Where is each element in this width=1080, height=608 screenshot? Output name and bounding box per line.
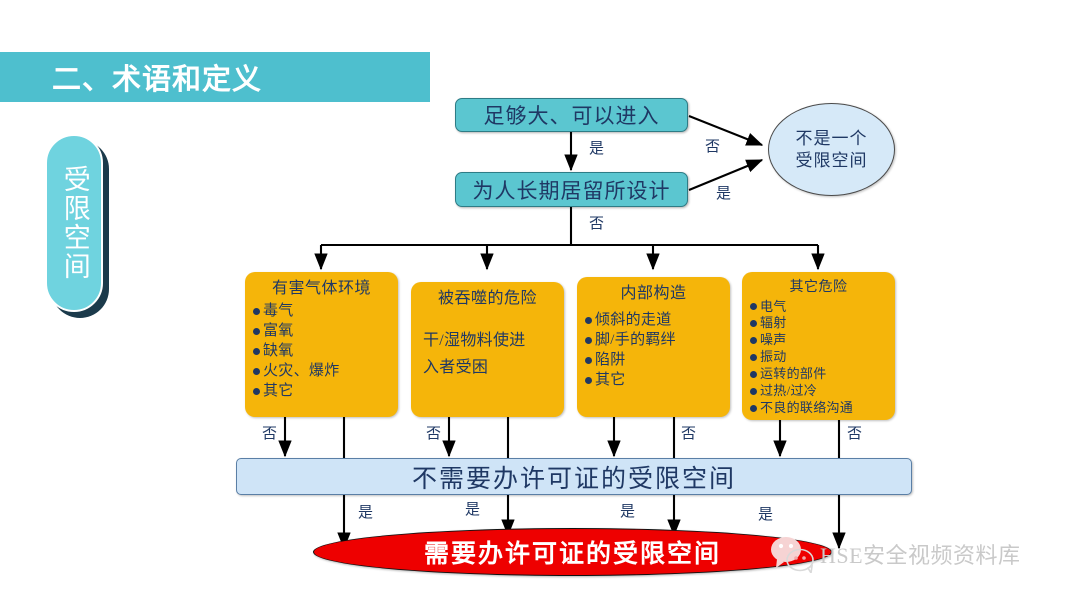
list-item: 不良的联络沟通 <box>750 400 887 417</box>
hazard-box-internal-configuration: 内部构造 倾斜的走道 脚/手的羁绊 陷阱 其它 <box>577 277 730 417</box>
outcome-permit-label: 需要办许可证的受限空间 <box>423 541 721 568</box>
bullet-icon <box>253 347 260 355</box>
bullet-icon <box>585 316 592 324</box>
bullet-icon <box>253 367 260 375</box>
watermark-text: HSE安全视频资料库 <box>820 543 1021 568</box>
hazard-box-engulfment: 被吞噬的危险 干/湿物料使进 入者受困 <box>411 282 564 417</box>
bullet-icon <box>750 320 757 328</box>
bullet-icon <box>585 356 592 364</box>
terminal-not-confined-space: 不是一个 受限空间 <box>768 103 895 196</box>
bullet-icon <box>750 404 757 412</box>
decision-box-designed-for-occupancy: 为人长期居留所设计 <box>455 172 688 207</box>
list-item: 缺氧 <box>253 341 390 361</box>
list-item: 噪声 <box>750 332 887 349</box>
list-item-label: 陷阱 <box>595 352 626 369</box>
list-item-label: 毒气 <box>263 303 294 319</box>
list-item-label: 过热/过冷 <box>760 382 818 398</box>
bullet-icon <box>750 303 757 311</box>
watermark: HSE安全视频资料库 <box>770 535 1021 573</box>
hazard-box-title: 被吞噬的危险 <box>437 290 537 307</box>
list-item-label: 振动 <box>760 349 787 365</box>
hazard-box-title: 有害气体环境 <box>271 280 371 297</box>
section-title-bar: 二、术语和定义 <box>0 52 430 102</box>
edge-label-bar-3-yes: 是 <box>620 504 636 520</box>
outcome-no-permit-required: 不需要办许可证的受限空间 <box>236 458 912 495</box>
list-item: 火灾、爆炸 <box>253 361 390 381</box>
bullet-icon <box>253 307 260 315</box>
side-label-pill: 受限空间 <box>45 134 103 312</box>
bullet-icon <box>253 387 260 395</box>
decision-box-adequate-size: 足够大、可以进入 <box>455 98 688 132</box>
hazard-box-title: 内部构造 <box>620 285 687 302</box>
list-item-label: 电气 <box>760 298 787 314</box>
bullet-icon <box>750 387 757 395</box>
bullet-icon <box>750 337 757 345</box>
side-label-text: 受限空间 <box>59 165 90 281</box>
edge-label-d2-yes: 是 <box>716 186 732 202</box>
edge-label-d2-no: 否 <box>589 216 605 232</box>
hazard-box-paragraph: 干/湿物料使进 入者受困 <box>423 332 526 377</box>
hazard-box-title: 其它危险 <box>789 280 848 295</box>
terminal-line-1: 不是一个 <box>795 129 868 149</box>
list-item-label: 辐射 <box>760 315 787 331</box>
edge-label-hazard-1-no: 否 <box>262 426 278 442</box>
page-title: 二、术语和定义 <box>52 64 263 96</box>
terminal-line-2: 受限空间 <box>795 150 868 170</box>
list-item: 其它 <box>585 370 722 390</box>
list-item-label: 其它 <box>595 372 626 389</box>
edge-label-d1-yes: 是 <box>589 141 605 157</box>
bullet-icon <box>585 376 592 384</box>
list-item: 电气 <box>750 299 887 316</box>
list-item: 过热/过冷 <box>750 383 887 400</box>
hazard-box-toxic-atmosphere: 有害气体环境 毒气 富氧 缺氧 火灾、爆炸 其它 <box>245 272 398 417</box>
bullet-icon <box>750 371 757 378</box>
edge-label-bar-1-yes: 是 <box>358 505 374 521</box>
list-item-label: 富氧 <box>263 323 294 340</box>
hazard-box-other-hazards: 其它危险 电气 辐射 噪声 振动 运转的部件 过热/过冷 不良的联络沟通 <box>742 272 895 420</box>
list-item: 毒气 <box>253 301 390 321</box>
list-item-label: 脚/手的羁绊 <box>595 332 676 349</box>
list-item-label: 缺氧 <box>263 343 294 360</box>
outcome-permit-required: 需要办许可证的受限空间 <box>313 528 832 576</box>
bullet-icon <box>253 327 260 335</box>
decision-box-designed-for-occupancy-label: 为人长期居留所设计 <box>472 178 671 203</box>
list-item-label: 火灾、爆炸 <box>263 363 340 380</box>
bullet-icon <box>585 336 592 344</box>
list-item-label: 倾斜的走道 <box>595 312 672 328</box>
outcome-no-permit-label: 不需要办许可证的受限空间 <box>411 465 736 493</box>
wechat-icon <box>771 537 814 573</box>
bullet-icon <box>750 354 757 362</box>
edge-label-d1-no: 否 <box>705 139 721 155</box>
list-item: 脚/手的羁绊 <box>585 330 722 350</box>
list-item: 辐射 <box>750 315 887 332</box>
edge-label-bar-2-yes: 是 <box>465 502 481 518</box>
edge-label-hazard-2-no: 否 <box>426 426 442 442</box>
edge-label-bar-4-yes: 是 <box>758 507 774 523</box>
list-item: 富氧 <box>253 321 390 341</box>
decision-box-adequate-size-label: 足够大、可以进入 <box>483 104 660 128</box>
hazard-box-items: 毒气 富氧 缺氧 火灾、爆炸 其它 <box>253 301 390 401</box>
list-item-label: 其它 <box>263 383 294 400</box>
hazard-box-items: 倾斜的走道 脚/手的羁绊 陷阱 其它 <box>585 310 722 390</box>
edge-label-hazard-3-no: 否 <box>681 426 697 442</box>
hazard-box-items: 电气 辐射 噪声 振动 运转的部件 过热/过冷 不良的联络沟通 <box>750 299 887 417</box>
list-item: 陷阱 <box>585 350 722 370</box>
list-item: 运转的部件 <box>750 366 887 383</box>
list-item: 其它 <box>253 381 390 401</box>
list-item: 振动 <box>750 349 887 366</box>
list-item: 倾斜的走道 <box>585 310 722 330</box>
list-item-label: 噪声 <box>760 332 787 348</box>
edge-label-hazard-4-no: 否 <box>847 426 863 442</box>
list-item-label: 不良的联络沟通 <box>760 399 854 415</box>
list-item-label: 运转的部件 <box>760 366 827 382</box>
